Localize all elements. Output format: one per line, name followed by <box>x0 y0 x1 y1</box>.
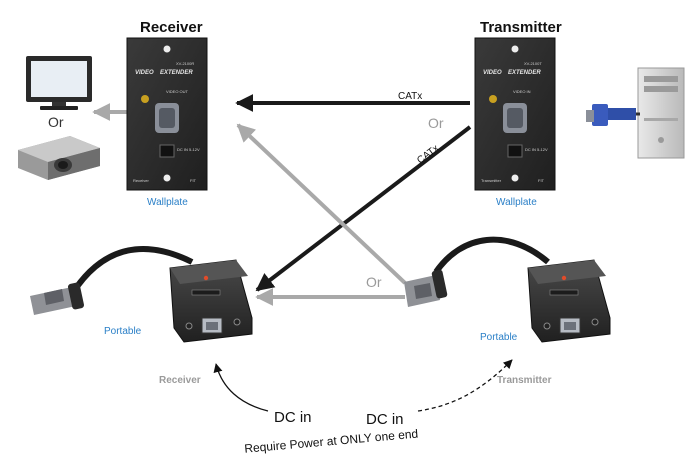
power-note: Require Power at ONLY one end <box>244 427 419 455</box>
led-icon <box>489 95 497 103</box>
dc-arrow-right <box>417 359 513 412</box>
computer-tower-icon <box>637 67 685 159</box>
cable-icon <box>69 246 194 296</box>
or-middle-label: Or <box>366 274 382 290</box>
plate-tx-port-label: VIDEO IN <box>513 89 531 94</box>
vga-plug-icon <box>404 269 448 307</box>
plate-tx-bottom-text: Transmitter <box>481 178 502 183</box>
vga-cable-icon <box>586 104 640 126</box>
plate-tx-model: XV-2100T <box>524 61 542 66</box>
catx-arrow-diagonal <box>255 125 472 292</box>
dc-in-right-label: DC in <box>366 411 404 428</box>
plate-rx-power-label: DC IN 5-12V <box>177 147 200 152</box>
or-top-label: Or <box>428 115 444 131</box>
plate-rx-model: XV-2100R <box>176 61 194 66</box>
portable-transmitter <box>404 236 611 343</box>
receiver-sub-label: Receiver <box>159 375 201 386</box>
vga-plug-icon <box>30 282 85 315</box>
plate-tx-logo: FIT <box>538 178 545 183</box>
led-icon <box>141 95 149 103</box>
portable-receiver <box>30 246 253 343</box>
portable-tx-label: Portable <box>480 332 518 343</box>
plate-rx-port-label: VIDEO OUT <box>166 89 189 94</box>
transmitter-sub-label: Transmitter <box>497 375 552 386</box>
wallplate-rx-label: Wallplate <box>147 197 188 208</box>
plate-rx-logo: FIT <box>190 178 197 183</box>
plate-rx-bottom-text: Receiver <box>133 178 149 183</box>
dc-jack-icon <box>159 144 175 158</box>
cable-icon <box>433 236 550 274</box>
or-display-label: Or <box>48 114 64 130</box>
monitor-icon <box>26 56 92 110</box>
gray-arrow-diagonal <box>236 123 407 285</box>
catx-diag-label: CATx <box>415 143 441 166</box>
plate-rx-brand-a: VIDEO <box>135 70 154 76</box>
catx-top-label: CATx <box>398 91 422 102</box>
wallplate-tx-label: Wallplate <box>496 197 537 208</box>
transmitter-wallplate: VIDEO EXTENDER XV-2100T VIDEO IN DC IN 5… <box>474 37 556 191</box>
status-led-icon <box>203 275 209 281</box>
dc-in-left-label: DC in <box>274 409 312 426</box>
plate-tx-brand-b: EXTENDER <box>508 70 541 76</box>
portable-rx-label: Portable <box>104 326 142 337</box>
plate-rx-brand-b: EXTENDER <box>160 70 193 76</box>
receiver-wallplate: VIDEO EXTENDER XV-2100R VIDEO OUT DC IN … <box>126 37 208 191</box>
plate-tx-brand-a: VIDEO <box>483 70 502 76</box>
dc-jack-icon <box>507 144 523 158</box>
plate-tx-power-label: DC IN 5-12V <box>525 147 548 152</box>
status-led-icon <box>561 275 567 281</box>
receiver-title: Receiver <box>140 19 203 36</box>
projector-icon <box>18 136 100 180</box>
dc-arrow-left <box>213 363 269 412</box>
transmitter-title: Transmitter <box>480 19 562 36</box>
